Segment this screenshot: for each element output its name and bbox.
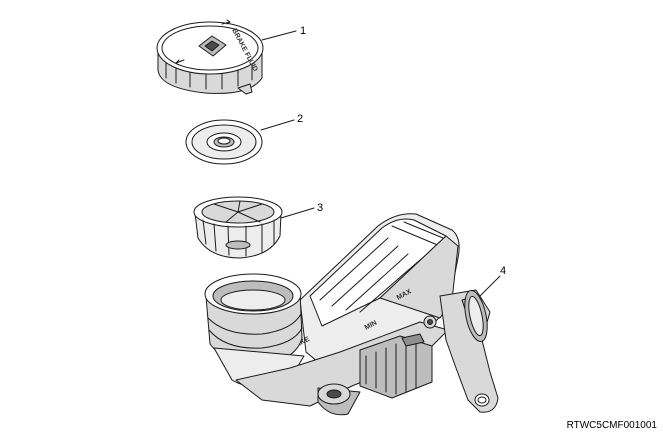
callout-1: 1 — [300, 25, 306, 37]
callout-4: 4 — [500, 265, 506, 277]
flange-o-ring — [464, 275, 501, 343]
leader-line-3 — [280, 207, 315, 219]
reservoir-cap: BRAKE FLUID — [156, 19, 297, 95]
cap-seal-ring — [185, 119, 295, 165]
leader-line-4 — [479, 275, 501, 297]
reservoir-strainer — [193, 196, 315, 259]
callout-3: 3 — [317, 202, 323, 214]
drawing-code: RTWC5CMF001001 — [567, 420, 658, 431]
master-cylinder-reservoir-assembly: MAX MIN BRAKE — [204, 213, 499, 416]
leader-line-2 — [260, 119, 295, 131]
callout-2: 2 — [297, 113, 303, 125]
leader-line-1 — [261, 30, 297, 41]
